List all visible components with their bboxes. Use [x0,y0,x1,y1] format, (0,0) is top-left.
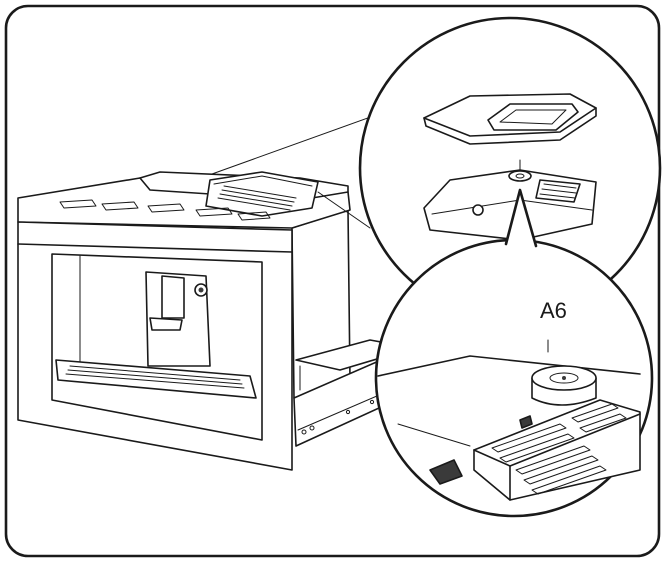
zoom-grille-tab [519,415,533,429]
spout-knob-center [198,287,204,293]
zoom-dark-part [429,459,463,485]
top-grille [217,185,297,211]
water-valve-top [508,170,532,182]
zoom-grille-block [473,399,641,501]
drip-tray-grille [65,365,245,389]
zoom-inner-line [397,423,471,447]
tank-base-grille-bars [539,183,577,199]
tank-base-peg [472,204,484,216]
water-valve-center [562,376,566,380]
coffee-spout [149,317,183,331]
zoom-grille-slots [491,403,627,495]
water-valve-top-center [515,173,525,179]
spout-column [161,275,185,319]
water-valve-ring [549,372,579,384]
top-hatch-edge [213,175,313,187]
top-hatch [205,171,319,217]
callout-label: A6 [540,298,567,323]
tank-lid-handle-inner [499,109,567,125]
diagram-frame [4,4,661,558]
callout-leaders [211,109,391,229]
tank-lid-edge [423,107,597,145]
detail-circle-top [358,16,662,320]
zoom-connector [504,188,538,248]
detail-circle-zoom: A6 [374,188,654,518]
coffee-machine-drawing [17,171,415,471]
front-frame-rail [17,243,293,253]
drip-tray [55,359,257,399]
drawer-rail-holes [301,399,375,435]
front-ledge-vents [59,199,271,221]
